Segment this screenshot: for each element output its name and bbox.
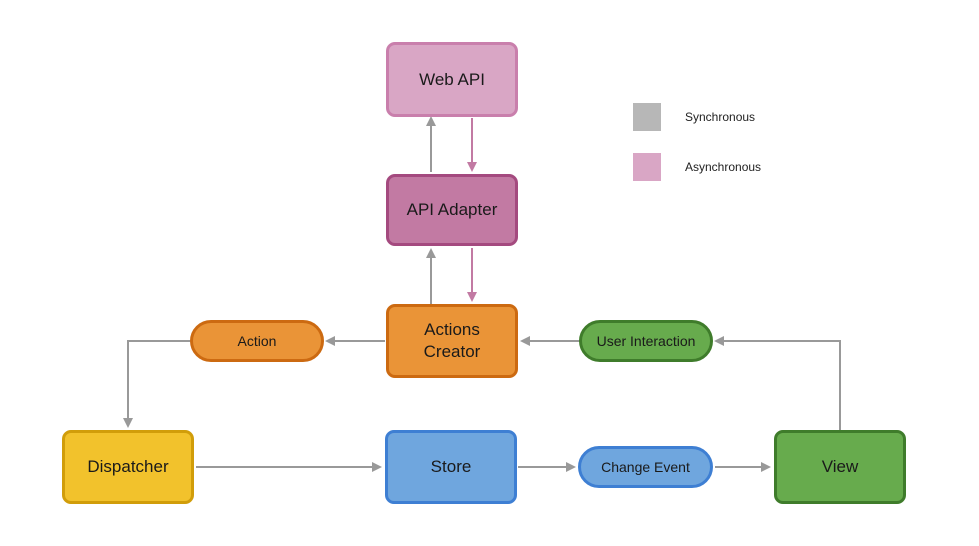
actions-creator-label-line2: Creator [423, 342, 481, 361]
dispatcher-label: Dispatcher [87, 457, 169, 476]
legend-synchronous-label: Synchronous [685, 110, 756, 124]
actions-creator-node: Actions Creator [386, 304, 518, 378]
edge-view-to-user-interaction [714, 336, 841, 430]
actions-creator-label-line1: Actions [424, 320, 480, 339]
legend-asynchronous-label: Asynchronous [685, 160, 762, 174]
legend-synchronous-swatch [633, 103, 661, 131]
change-event-node: Change Event [578, 446, 713, 488]
view-label: View [821, 457, 859, 476]
edge-action-to-dispatcher [123, 340, 190, 428]
dispatcher-node: Dispatcher [62, 430, 194, 504]
action-label: Action [237, 333, 277, 349]
web-api-label: Web API [419, 69, 485, 89]
user-interaction-node: User Interaction [579, 320, 713, 362]
legend-asynchronous-swatch [633, 153, 661, 181]
change-event-label: Change Event [601, 459, 690, 475]
action-node: Action [190, 320, 324, 362]
user-interaction-label: User Interaction [596, 333, 696, 349]
view-node: View [774, 430, 906, 504]
store-node: Store [385, 430, 517, 504]
api-adapter-node: API Adapter [386, 174, 518, 246]
store-label: Store [430, 457, 472, 476]
api-adapter-label: API Adapter [406, 200, 498, 219]
web-api-node: Web API [386, 42, 518, 117]
